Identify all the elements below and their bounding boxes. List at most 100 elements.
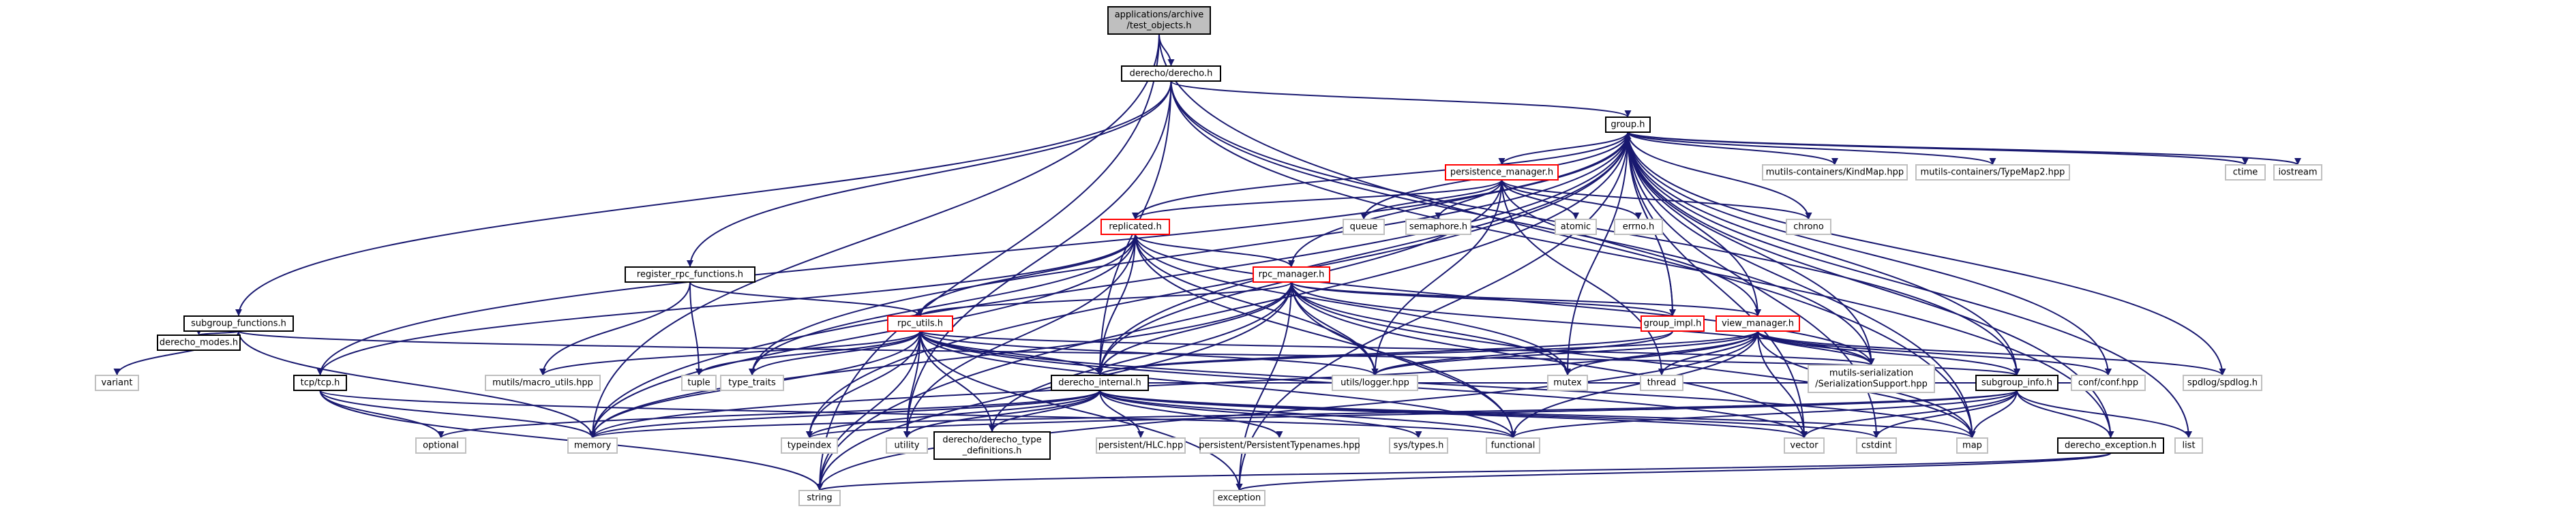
node-derecho-type-defs[interactable]: derecho/derecho_type_definitions.h	[933, 431, 1051, 460]
node-atomic: atomic	[1555, 219, 1597, 235]
arrowhead-derecho-to-group	[1624, 110, 1632, 117]
node-box-utility	[886, 437, 928, 454]
node-label-semaphore: semaphore.h	[1409, 222, 1467, 232]
node-view-manager[interactable]: view_manager.h	[1716, 315, 1800, 332]
node-label-queue: queue	[1350, 222, 1378, 232]
node-box-thread	[1640, 375, 1683, 391]
node-box-semaphore	[1405, 219, 1471, 235]
edge-rpc-utils-to-macro-utils	[542, 330, 921, 376]
edge-tcp-to-memory	[319, 390, 593, 439]
node-label-conf: conf/conf.hpp	[2078, 378, 2138, 388]
node-tcp[interactable]: tcp/tcp.h	[293, 375, 347, 391]
node-label-iostream: iostream	[2278, 168, 2317, 178]
edge-rpc-utils-to-derecho-internal	[919, 330, 1100, 376]
arrowhead-subgroup-info-to-functional	[1510, 431, 1516, 438]
node-label-chrono: chrono	[1793, 222, 1824, 232]
arrowhead-root-to-derecho	[1167, 59, 1175, 66]
node-label-persistence: persistence_manager.h	[1450, 168, 1553, 178]
node-persistence[interactable]: persistence_manager.h	[1445, 164, 1559, 181]
edge-derecho-to-derecho-exception	[1170, 80, 2112, 439]
node-derecho-internal[interactable]: derecho_internal.h	[1051, 375, 1149, 391]
edge-persistence-to-view-manager	[1501, 179, 1758, 317]
node-subgroup-info[interactable]: subgroup_info.h	[1975, 375, 2058, 391]
edge-derecho-internal-to-hlc	[1099, 390, 1141, 439]
edge-register-rpc-to-macro-utils	[542, 281, 691, 376]
node-replicated[interactable]: replicated.h	[1100, 219, 1170, 235]
node-cstdint: cstdint	[1856, 437, 1897, 454]
node-box-subgroup-functions	[183, 315, 294, 332]
node-rpc-utils[interactable]: rpc_utils.h	[887, 315, 953, 332]
node-label-string: string	[807, 493, 832, 503]
node-box-root	[1107, 6, 1211, 35]
edge-derecho-to-group	[1170, 80, 1629, 118]
node-box-variant	[95, 375, 139, 391]
node-box-subgroup-info	[1975, 375, 2058, 391]
edge-persistence-to-errno	[1501, 179, 1639, 220]
arrowhead-subgroup-info-to-map	[1968, 431, 1976, 438]
node-label-type-traits: type_traits	[728, 378, 776, 388]
node-box-register-rpc	[625, 266, 755, 283]
edge-tcp-to-optional	[319, 390, 442, 439]
arrowhead-derecho-internal-to-systypes	[1415, 431, 1422, 438]
node-derecho-modes[interactable]: derecho_modes.h	[157, 335, 241, 351]
edge-replicated-to-rpc-manager	[1135, 234, 1292, 268]
node-memory: memory	[567, 437, 618, 454]
node-typemap2: mutils-containers/TypeMap2.hpp	[1915, 164, 2070, 181]
arrowhead-group-to-kindmap	[1831, 158, 1838, 165]
edge-group-to-list	[1627, 131, 2189, 439]
node-group[interactable]: group.h	[1605, 116, 1651, 133]
node-queue: queue	[1343, 219, 1385, 235]
node-box-hlc	[1096, 437, 1186, 454]
edge-group-to-map	[1627, 131, 1973, 439]
node-box-group	[1605, 116, 1651, 133]
arrowhead-derecho-internal-to-utility	[903, 431, 910, 438]
node-type-traits: type_traits	[720, 375, 784, 391]
arrowhead-view-manager-to-mutils-serialization	[1868, 358, 1875, 365]
arrowhead-view-manager-to-conf	[2105, 369, 2112, 375]
node-rpc-manager[interactable]: rpc_manager.h	[1253, 266, 1330, 283]
node-box-ctime	[2225, 164, 2266, 181]
edge-persistence-to-replicated	[1135, 179, 1503, 220]
edge-replicated-to-derecho-internal	[1099, 234, 1136, 376]
node-label-view-manager: view_manager.h	[1722, 319, 1794, 329]
edge-derecho-internal-to-typeindex	[809, 390, 1100, 439]
node-label-macro-utils: mutils/macro_utils.hpp	[492, 378, 593, 388]
edge-rpc-utils-to-exception	[919, 330, 1240, 491]
arrowhead-persistence-to-replicated	[1132, 213, 1139, 219]
node-register-rpc[interactable]: register_rpc_functions.h	[625, 266, 755, 283]
edge-derecho-internal-to-derecho-type-defs	[991, 390, 1100, 433]
edge-rpc-utils-to-mutils-serialization	[919, 330, 1872, 366]
node-box-systypes	[1389, 437, 1448, 454]
edge-rpc-manager-to-derecho-internal	[1099, 281, 1292, 376]
node-subgroup-functions[interactable]: subgroup_functions.h	[183, 315, 294, 332]
edge-group-to-type-traits	[751, 131, 1629, 376]
edge-root-to-map	[1158, 33, 1973, 439]
node-box-vector	[1784, 437, 1825, 454]
arrowhead-replicated-to-rpc-manager	[1288, 260, 1295, 267]
node-typeindex: typeindex	[781, 437, 838, 454]
edge-group-to-conf	[1627, 131, 2109, 376]
node-box-tcp	[293, 375, 347, 391]
node-layer: applications/archive/test_objects.hderec…	[95, 6, 2322, 506]
arrowhead-subgroup-info-to-vector	[1801, 431, 1808, 438]
edge-group-to-kindmap	[1627, 131, 1836, 166]
node-label-root: /test_objects.h	[1126, 21, 1191, 31]
edge-group-to-mutex	[1567, 131, 1629, 376]
node-box-macro-utils	[485, 375, 601, 391]
node-label-kindmap: mutils-containers/KindMap.hpp	[1766, 168, 1904, 178]
arrowhead-view-manager-to-spdlog	[2219, 369, 2226, 375]
node-label-derecho-internal: derecho_internal.h	[1058, 378, 1141, 388]
node-derecho[interactable]: derecho/derecho.h	[1121, 65, 1221, 82]
node-label-ptypenames: persistent/PersistentTypenames.hpp	[1199, 441, 1360, 451]
node-variant: variant	[95, 375, 139, 391]
node-label-thread: thread	[1647, 378, 1677, 388]
node-derecho-exception[interactable]: derecho_exception.h	[2057, 437, 2164, 454]
arrowhead-persistence-to-semaphore	[1435, 213, 1442, 219]
arrowhead-replicated-to-tcp	[316, 369, 324, 375]
node-root[interactable]: applications/archive/test_objects.h	[1107, 6, 1211, 35]
node-box-kindmap	[1762, 164, 1908, 181]
edge-view-manager-to-mutils-serialization	[1757, 330, 1872, 366]
edge-derecho-to-mutils-serialization	[1170, 80, 1872, 366]
node-list: list	[2174, 437, 2203, 454]
node-group-impl[interactable]: group_impl.h	[1641, 315, 1705, 332]
